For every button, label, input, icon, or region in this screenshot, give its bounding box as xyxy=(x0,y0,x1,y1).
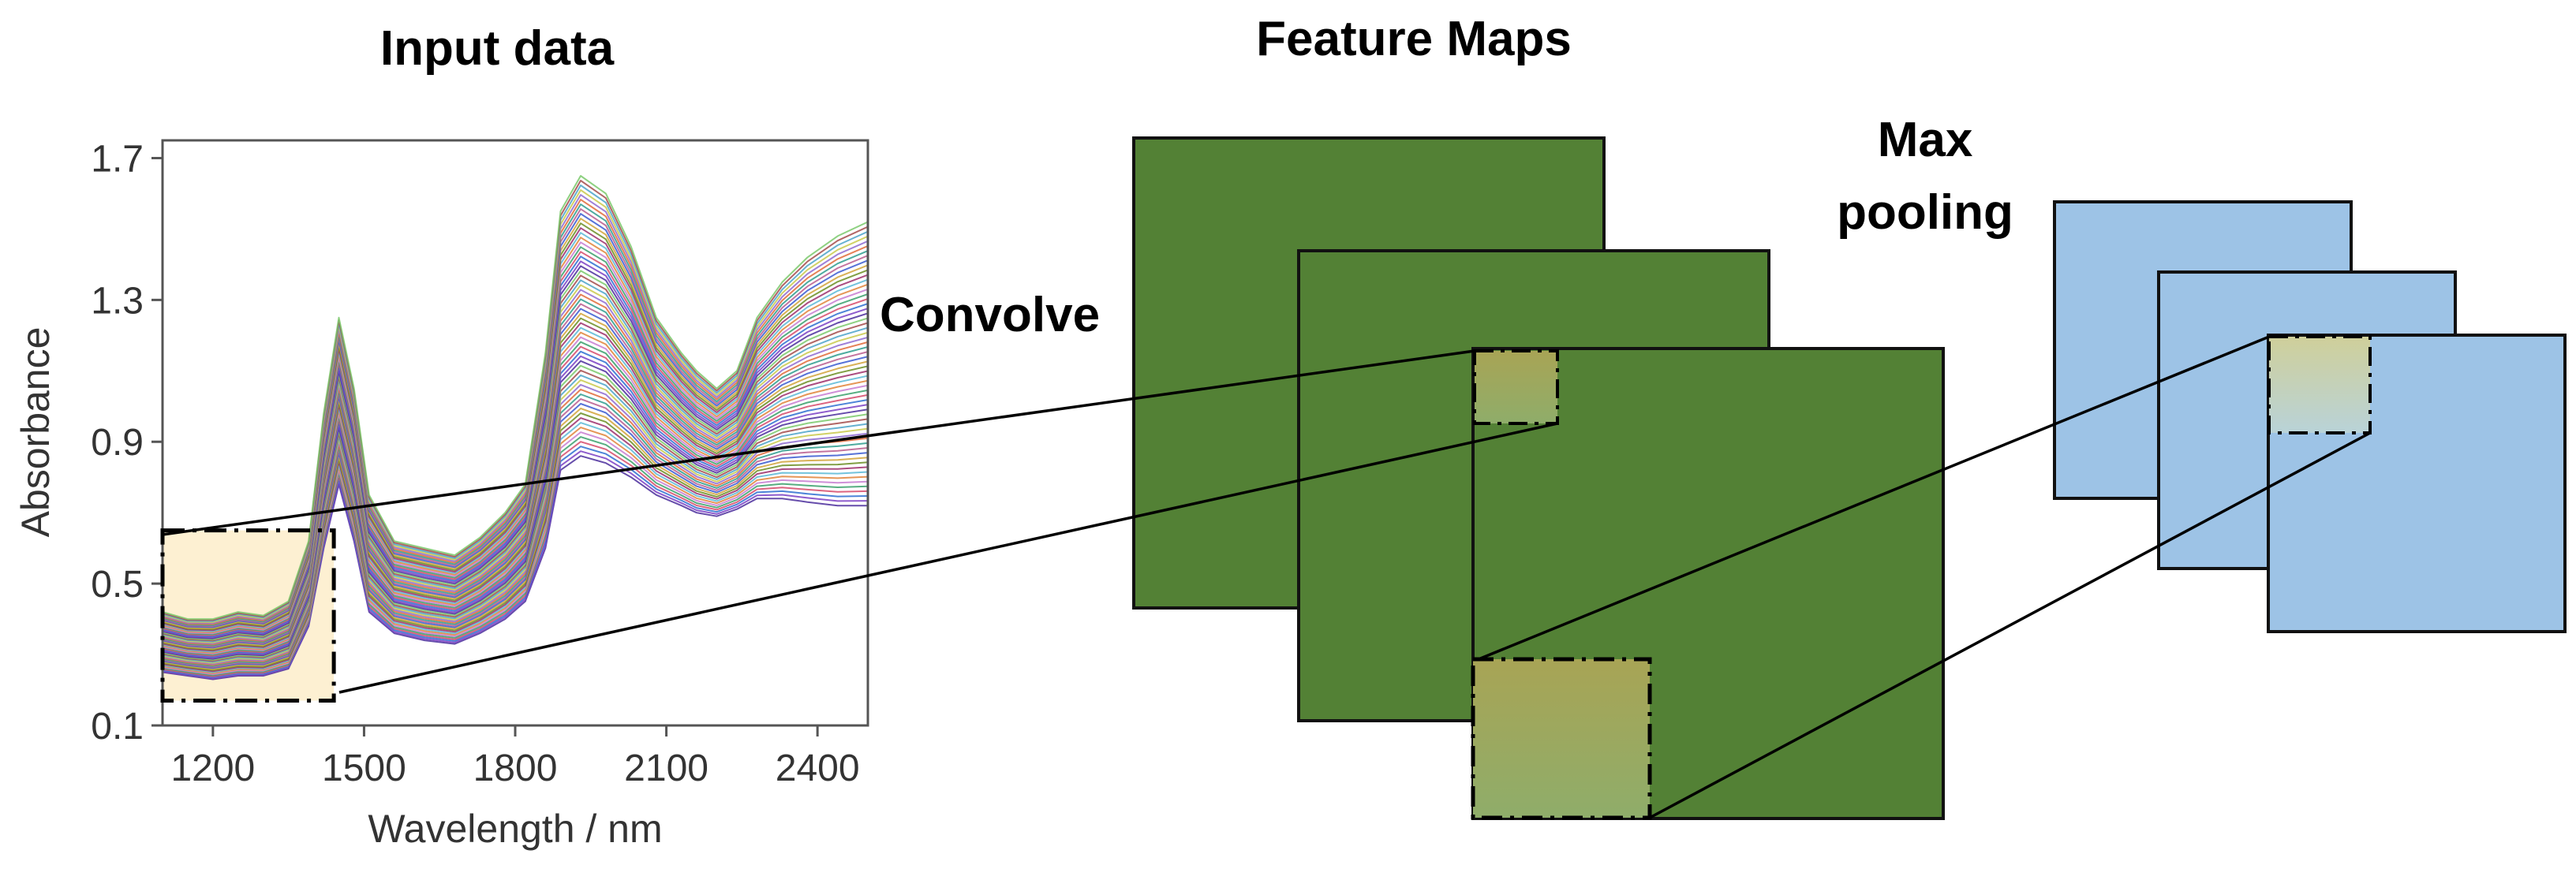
connector-input-bottom xyxy=(338,422,1558,694)
spectra-lines xyxy=(163,175,868,681)
connector-lines xyxy=(162,335,2371,819)
x-axis-ticks: 1200 1500 1800 2100 2400 xyxy=(170,725,860,789)
max-pooling-label-line2: pooling xyxy=(1837,185,2013,240)
x-tick-label: 2100 xyxy=(624,748,708,789)
receptive-field-window xyxy=(1471,657,1652,820)
input-window-border xyxy=(160,528,336,703)
feature-maps xyxy=(1132,136,1945,820)
connector-input-top xyxy=(162,349,1475,536)
max-pooling-label-line1: Max xyxy=(1878,113,1973,167)
pooling-maps xyxy=(2053,200,2567,633)
connector-feature-bottom xyxy=(1649,431,2371,819)
feature-maps-title: Feature Maps xyxy=(1256,12,1572,66)
pooling-window xyxy=(2268,335,2372,434)
x-tick-label: 1800 xyxy=(473,748,558,789)
spectra-chart: 1200 1500 1800 2100 2400 0.1 0.5 0.9 1.3 1.7 Wav… xyxy=(13,138,869,851)
x-axis-label: Wavelength / nm xyxy=(368,807,662,851)
y-tick-label: 1.7 xyxy=(91,138,144,180)
y-tick-label: 1.3 xyxy=(91,280,144,322)
convolve-label: Convolve xyxy=(880,288,1100,342)
y-axis-ticks: 0.1 0.5 0.9 1.3 1.7 xyxy=(91,138,163,748)
input-data-title: Input data xyxy=(380,21,615,76)
x-tick-label: 2400 xyxy=(776,748,860,789)
y-tick-label: 0.1 xyxy=(91,706,144,748)
x-tick-label: 1200 xyxy=(170,748,255,789)
y-axis-label: Absorbance xyxy=(13,327,58,538)
y-tick-label: 0.5 xyxy=(91,564,144,606)
connector-feature-top xyxy=(1478,335,2270,661)
x-tick-label: 1500 xyxy=(322,748,406,789)
y-tick-label: 0.9 xyxy=(91,422,144,464)
spectrum-line xyxy=(163,175,868,621)
convolution-kernel-window xyxy=(1473,349,1559,425)
